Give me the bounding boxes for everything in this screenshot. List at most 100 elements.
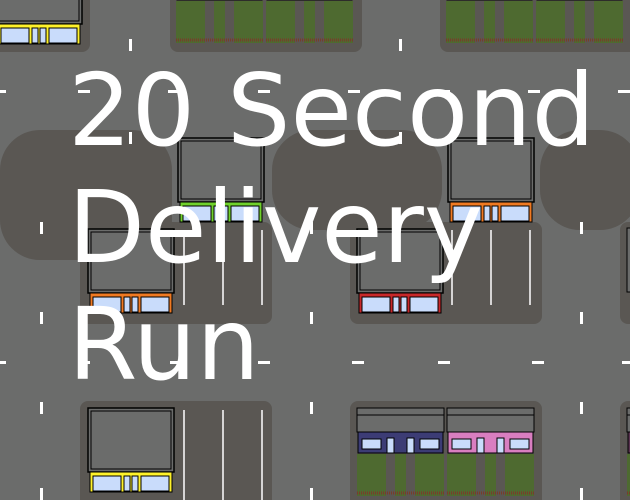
driveway [406, 454, 415, 496]
shop-window [92, 475, 122, 492]
house-door [406, 437, 415, 454]
shop-roof [177, 137, 265, 203]
shop-door [131, 296, 139, 313]
driveway [476, 454, 485, 496]
house-window [509, 438, 530, 450]
house-door [476, 437, 485, 454]
lane-dash [310, 312, 313, 324]
shop-roof [356, 228, 444, 294]
shop-roof [447, 137, 535, 203]
shop-door [213, 205, 221, 222]
lane-dash [40, 402, 43, 414]
lawn [446, 1, 533, 43]
shop-window [140, 475, 170, 492]
lawn [536, 1, 623, 43]
driveway [225, 1, 234, 43]
title-line-1: 20 Second [68, 52, 596, 169]
shop-roof-edge [359, 231, 441, 291]
lane-dash [0, 361, 6, 364]
shop-window [0, 27, 30, 44]
lane-dash [258, 90, 270, 93]
house-door [496, 437, 505, 454]
lane-dash [438, 90, 450, 93]
lane-dash [129, 132, 132, 144]
lawn [447, 454, 534, 496]
shop-window [92, 296, 122, 313]
house-door [386, 437, 395, 454]
lane-dash [40, 222, 43, 234]
lane-dash [399, 132, 402, 144]
shop-door [123, 475, 131, 492]
shop-window [500, 205, 530, 222]
title-line-2: Delivery [68, 169, 484, 286]
lawn [176, 1, 263, 43]
lane-dash [129, 39, 132, 51]
lane-dash [622, 361, 630, 364]
lawn [627, 454, 630, 496]
shop-door [31, 27, 39, 44]
sidewalk-block [272, 130, 442, 230]
driveway [315, 1, 324, 43]
lane-dash [168, 90, 180, 93]
shop-roof-edge [180, 140, 262, 200]
lane-dash [580, 312, 583, 324]
shop-door [39, 27, 47, 44]
shop-window [48, 27, 78, 44]
shop-roof-edge [90, 231, 172, 291]
driveway [386, 454, 395, 496]
lane-dash [0, 90, 6, 93]
lane-dash [310, 402, 313, 414]
house-roof [626, 407, 630, 433]
shop-window [452, 205, 482, 222]
shop-roof-edge [0, 0, 80, 22]
shop-door [491, 205, 499, 222]
shop-door [400, 296, 408, 313]
title-line-3: Run [68, 286, 260, 403]
driveway [475, 1, 484, 43]
shop-window [230, 205, 260, 222]
lane-dash [438, 361, 450, 364]
house-window [451, 438, 472, 450]
lane-dash [40, 488, 43, 500]
shop-door [131, 475, 139, 492]
lane-dash [618, 90, 630, 93]
shop-door [392, 296, 400, 313]
shop-window [361, 296, 391, 313]
game-title: 20 Second Delivery Run [68, 52, 595, 403]
house-roof [446, 407, 535, 433]
lane-dash [258, 361, 270, 364]
lane-dash [352, 361, 364, 364]
lane-dash [532, 361, 544, 364]
driveway [496, 454, 505, 496]
lane-dash [170, 361, 182, 364]
lawn [357, 454, 444, 496]
driveway [205, 1, 214, 43]
lane-dash [310, 488, 313, 500]
lane-dash [78, 90, 90, 93]
shop-window [182, 205, 212, 222]
shop-roof [87, 407, 175, 473]
house-wall [627, 431, 630, 454]
driveway [565, 1, 574, 43]
driveway [295, 1, 304, 43]
lane-dash [399, 39, 402, 51]
lane-dash [78, 361, 90, 364]
shop-roof [626, 227, 630, 293]
shop-roof [0, 0, 83, 25]
shop-door [483, 205, 491, 222]
driveway [495, 1, 504, 43]
lane-dash [348, 90, 360, 93]
sidewalk-block [540, 130, 630, 230]
lawn [266, 1, 353, 43]
lane-dash [580, 488, 583, 500]
shop-window [409, 296, 439, 313]
shop-window [140, 296, 170, 313]
shop-roof [87, 228, 175, 294]
shop-door [123, 296, 131, 313]
lane-dash [40, 312, 43, 324]
house-roof [356, 407, 445, 433]
lane-dash [310, 222, 313, 234]
lane-dash [528, 90, 540, 93]
